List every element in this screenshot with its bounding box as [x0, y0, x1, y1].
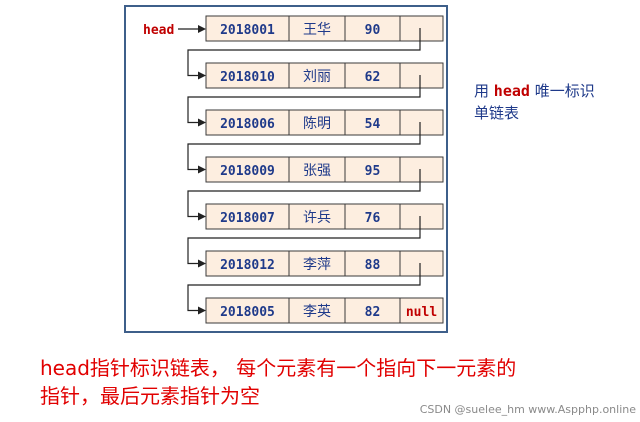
node-cell-score — [344, 250, 401, 277]
node-cell-next — [399, 250, 444, 277]
next-pointer-link — [187, 169, 421, 218]
node-cell-name — [288, 250, 346, 277]
caption-line-1: head指针标识链表， 每个元素有一个指向下一元素的 — [40, 356, 517, 380]
diagram-frame — [124, 5, 448, 333]
node-cell-name — [288, 156, 346, 183]
node-cell-score — [344, 109, 401, 136]
side-note-keyword: head — [493, 82, 530, 100]
node-id-text: 2018005 — [220, 305, 275, 320]
list-nodes: 2018001 王华 90 2018010 刘丽 62 2018006 陈明 54 2018009… — [205, 15, 444, 324]
node-score-text: 62 — [365, 70, 381, 85]
next-pointer-arrowhead — [198, 71, 206, 80]
node-id-text: 2018009 — [220, 164, 275, 179]
node-name-text: 张强 — [303, 163, 331, 179]
node-score-text: 76 — [365, 211, 381, 226]
node-cell-next — [399, 109, 444, 136]
node-cell-next — [399, 297, 444, 324]
next-pointer-link — [187, 75, 421, 124]
next-pointer-link — [187, 28, 421, 77]
side-note-suffix: 唯一标识 — [534, 82, 595, 100]
node-cell-next — [399, 156, 444, 183]
node-name-text: 许兵 — [303, 210, 331, 226]
next-pointer-arrowhead — [198, 212, 206, 221]
node-cell-next — [399, 15, 444, 42]
node-score-text: 54 — [365, 117, 381, 132]
side-note-line-2: 单链表 — [474, 104, 520, 122]
node-cell-name — [288, 203, 346, 230]
next-pointer-arrowhead — [198, 165, 206, 174]
node-cell-next — [399, 62, 444, 89]
node-name-text: 刘丽 — [303, 69, 331, 85]
node-cell-score — [344, 203, 401, 230]
caption: head指针标识链表， 每个元素有一个指向下一元素的 指针，最后元素指针为空 — [40, 354, 640, 410]
next-pointer-link — [187, 263, 421, 312]
node-id-text: 2018007 — [220, 211, 275, 226]
list-links — [187, 28, 421, 315]
node-cell-id — [205, 15, 290, 42]
list-node: 2018007 许兵 76 — [205, 203, 444, 230]
side-note-line-1: 用 head 唯一标识 — [474, 80, 634, 102]
node-cell-name — [288, 62, 346, 89]
next-pointer-arrowhead — [198, 259, 206, 268]
node-cell-id — [205, 109, 290, 136]
node-cell-name — [288, 109, 346, 136]
list-node: 2018005 李英 82 null — [205, 297, 444, 324]
node-cell-name — [288, 15, 346, 42]
next-pointer-arrowhead — [198, 306, 206, 315]
list-node: 2018012 李萍 88 — [205, 250, 444, 277]
list-node: 2018009 张强 95 — [205, 156, 444, 183]
caption-line-2: 指针，最后元素指针为空 — [40, 384, 260, 408]
node-name-text: 陈明 — [303, 115, 331, 132]
node-name-text: 李英 — [303, 303, 331, 320]
watermark: CSDN @suelee_hm www.Aspphp.online — [419, 403, 636, 416]
next-pointer-link — [187, 122, 421, 171]
node-cell-id — [205, 203, 290, 230]
list-node: 2018006 陈明 54 — [205, 109, 444, 136]
node-name-text: 李萍 — [303, 257, 331, 273]
head-pointer-label: head — [143, 23, 174, 38]
node-score-text: 90 — [365, 23, 381, 38]
node-cell-id — [205, 156, 290, 183]
head-arrow-tip — [198, 25, 206, 33]
next-pointer-link — [187, 216, 421, 265]
list-node: 2018001 王华 90 — [205, 15, 444, 42]
node-cell-next — [399, 203, 444, 230]
node-cell-id — [205, 250, 290, 277]
side-note: 用 head 唯一标识 单链表 — [474, 80, 634, 124]
node-id-text: 2018001 — [220, 23, 275, 38]
node-name-text: 王华 — [303, 22, 331, 38]
node-score-text: 88 — [365, 258, 381, 273]
node-score-text: 95 — [365, 164, 381, 179]
node-cell-score — [344, 15, 401, 42]
node-id-text: 2018006 — [220, 117, 275, 132]
list-node: 2018010 刘丽 62 — [205, 62, 444, 89]
node-next-text: null — [406, 305, 437, 320]
node-id-text: 2018012 — [220, 258, 275, 273]
node-score-text: 82 — [365, 305, 381, 320]
node-id-text: 2018010 — [220, 70, 275, 85]
side-note-prefix: 用 — [474, 82, 490, 100]
next-pointer-arrowhead — [198, 118, 206, 127]
